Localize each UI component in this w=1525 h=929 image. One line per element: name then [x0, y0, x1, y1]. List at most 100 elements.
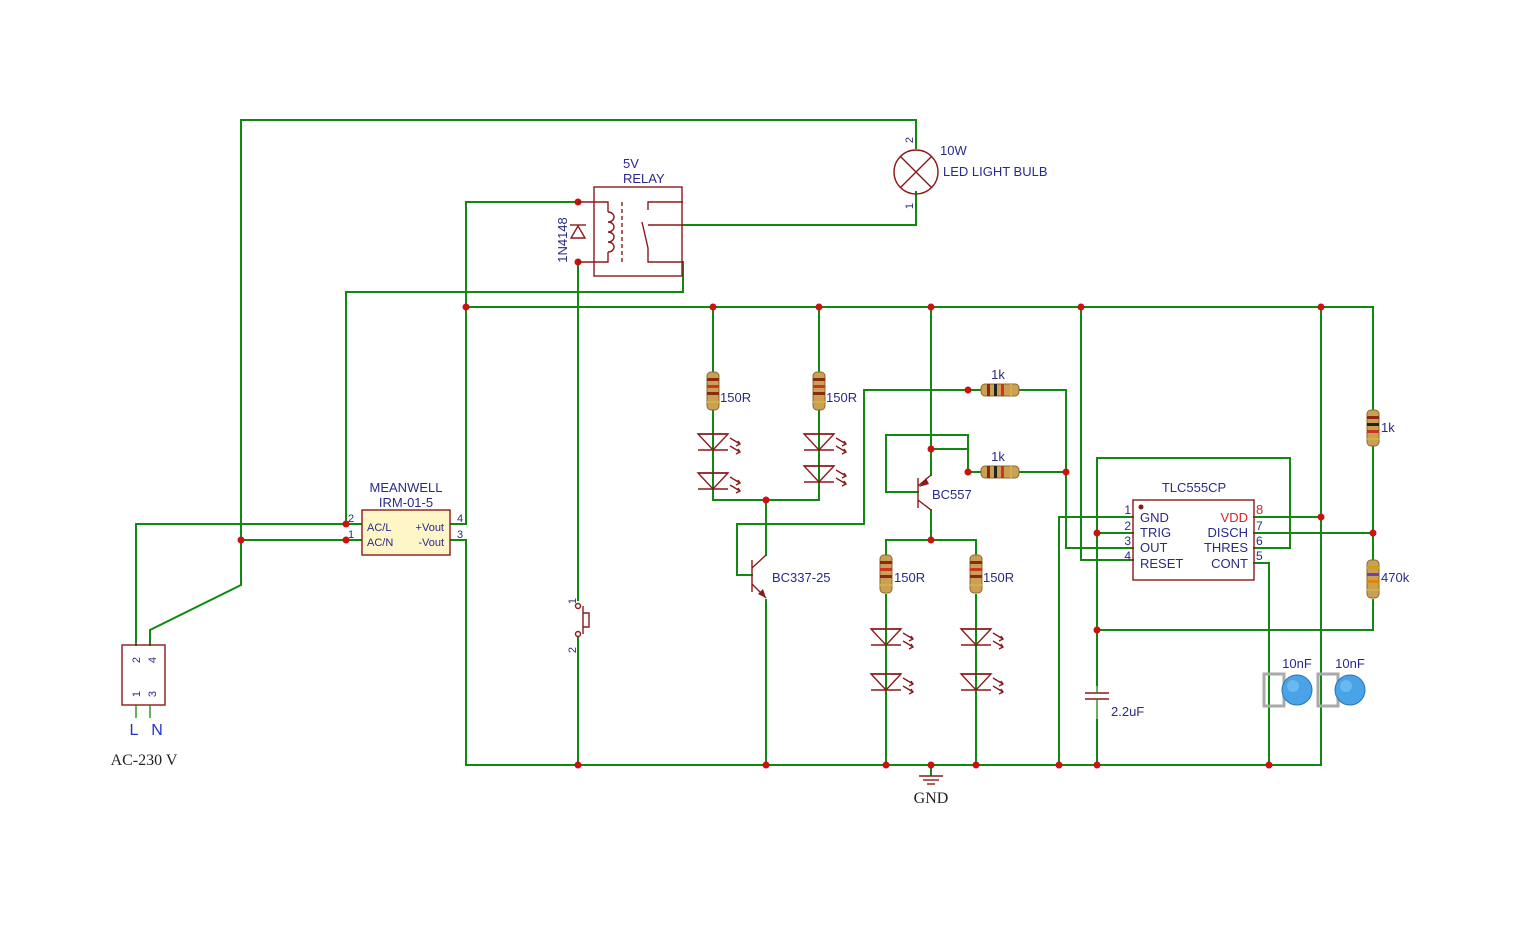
- neutral-label: N: [151, 722, 163, 739]
- resistor-1k-mid: 1k: [980, 449, 1020, 479]
- junction-dot: [237, 536, 245, 544]
- led-string-2: [802, 433, 848, 487]
- psu-pin-num: 1: [348, 529, 354, 541]
- psu-pin-acl: AC/L: [367, 522, 391, 534]
- bulb: 2 1 10W LED LIGHT BULB: [893, 137, 1048, 209]
- junction-dot: [927, 445, 935, 453]
- ic-pin-cont: CONT: [1211, 556, 1248, 571]
- ac-connector: 2 4 1 3 L N AC-230 V: [111, 644, 178, 769]
- junction-dot: [927, 536, 935, 544]
- resistor-label: 1k: [991, 449, 1005, 464]
- junction-dot: [462, 303, 470, 311]
- transistor-label: BC557: [932, 487, 972, 502]
- psu-module: MEANWELL IRM-01-5 AC/L AC/N +Vout -Vout …: [348, 480, 463, 556]
- ic-pin-number: 6: [1256, 534, 1263, 548]
- junction-dot: [927, 303, 935, 311]
- junction-dot: [1093, 626, 1101, 634]
- ic-pin-number: 5: [1256, 549, 1263, 563]
- led-string-4: [959, 628, 1005, 695]
- junction-dot: [1062, 468, 1070, 476]
- junction-dot: [762, 496, 770, 504]
- resistor-150r-b: 150R: [812, 371, 857, 411]
- junction-dot: [1093, 529, 1101, 537]
- ic-pin-vdd: VDD: [1221, 510, 1248, 525]
- transistor-pnp-bc557: BC557: [917, 474, 972, 511]
- transistor-npn-bc337: BC337-25: [751, 554, 831, 599]
- junction-dot: [964, 468, 972, 476]
- ic-pin-trig: TRIG: [1140, 525, 1171, 540]
- resistor-label: 470k: [1381, 570, 1410, 585]
- diode-label: 1N4148: [555, 217, 570, 263]
- resistor-1k-right: 1k: [1366, 409, 1395, 447]
- connector-pin-label: 1: [131, 691, 143, 697]
- junction-dot: [1317, 513, 1325, 521]
- relay: 5V RELAY: [578, 156, 683, 277]
- led-string-1: [696, 433, 742, 494]
- capacitor-10nf-a: 10nF: [1262, 656, 1313, 708]
- resistor-label: 150R: [983, 570, 1014, 585]
- junction-dot: [342, 520, 350, 528]
- diode-1n4148: 1N4148: [555, 217, 587, 263]
- capacitor-label: 2.2uF: [1111, 704, 1144, 719]
- junction-dot: [927, 761, 935, 769]
- ic-pin-number: 8: [1256, 502, 1263, 517]
- resistor-1k-top: 1k: [980, 367, 1020, 397]
- junction-dot: [1317, 303, 1325, 311]
- ic-pin-number: 3: [1124, 534, 1131, 548]
- capacitor-2-2uf: 2.2uF: [1085, 685, 1144, 720]
- resistor-150r-d: 150R: [969, 554, 1014, 594]
- junction-dot: [815, 303, 823, 311]
- wires: [135, 119, 1374, 776]
- junction-dot: [882, 761, 890, 769]
- ic-pin-thres: THRES: [1204, 540, 1248, 555]
- junction-dot: [964, 386, 972, 394]
- resistor-label: 150R: [720, 390, 751, 405]
- resistor-label: 1k: [1381, 420, 1395, 435]
- resistor-150r-c: 150R: [879, 554, 925, 594]
- ic-pin-number: 7: [1256, 519, 1263, 533]
- ac-voltage-label: AC-230 V: [111, 752, 178, 769]
- psu-pin-vout-pos: +Vout: [416, 522, 444, 534]
- psu-pin-num: 2: [348, 513, 354, 525]
- resistor-150r-a: 150R: [706, 371, 751, 411]
- ground-symbol: GND: [914, 775, 949, 807]
- ic-tlc555: TLC555CP 1 2 3 4 GND TRIG OUT RESET VDD …: [1124, 480, 1263, 581]
- psu-pin-vout-neg: -Vout: [418, 537, 444, 549]
- ic-pin-out: OUT: [1140, 540, 1168, 555]
- live-label: L: [130, 722, 139, 739]
- ic-pin-reset: RESET: [1140, 556, 1183, 571]
- junction-dot: [1093, 761, 1101, 769]
- bulb-pin-label: 2: [904, 137, 916, 143]
- ic-pin-number: 2: [1124, 519, 1131, 533]
- relay-voltage: 5V: [623, 156, 639, 171]
- ground-label: GND: [914, 790, 949, 807]
- capacitor-label: 10nF: [1282, 656, 1312, 671]
- connector-pin-label: 4: [147, 657, 159, 663]
- bulb-name: LED LIGHT BULB: [943, 164, 1048, 179]
- button-pin-label: 1: [567, 598, 579, 604]
- bulb-power: 10W: [940, 143, 967, 158]
- junction-dots: [237, 198, 1377, 769]
- junction-dot: [1369, 529, 1377, 537]
- led-string-3: [869, 628, 915, 695]
- psu-pin-num: 4: [457, 513, 463, 525]
- psu-pin-num: 3: [457, 529, 463, 541]
- psu-brand: MEANWELL: [370, 480, 443, 495]
- capacitor-label: 10nF: [1335, 656, 1365, 671]
- junction-dot: [574, 761, 582, 769]
- ic-pin-disch: DISCH: [1208, 525, 1248, 540]
- ic-pin-number: 1: [1124, 503, 1131, 517]
- junction-dot: [709, 303, 717, 311]
- transistor-label: BC337-25: [772, 570, 831, 585]
- psu-model: IRM-01-5: [379, 495, 433, 510]
- junction-dot: [972, 761, 980, 769]
- junction-dot: [342, 536, 350, 544]
- capacitor-10nf-b: 10nF: [1316, 656, 1366, 708]
- relay-name: RELAY: [623, 171, 665, 186]
- junction-dot: [1055, 761, 1063, 769]
- junction-dot: [762, 761, 770, 769]
- resistor-470k: 470k: [1366, 559, 1410, 599]
- bulb-pin-label: 1: [904, 203, 916, 209]
- connector-pin-label: 2: [131, 657, 143, 663]
